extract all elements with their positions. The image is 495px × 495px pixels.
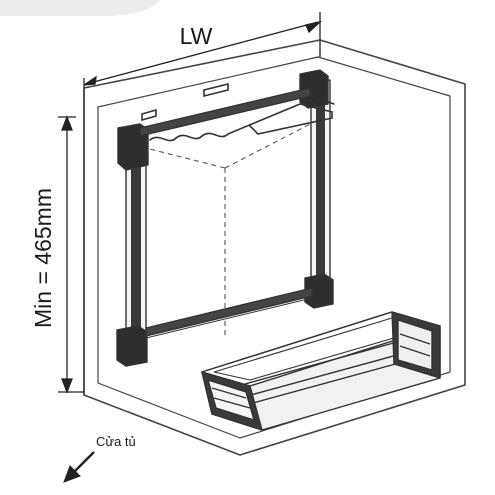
frame-bottom-left-cap	[116, 325, 148, 367]
frame-bottom-right-cap	[304, 273, 334, 309]
hidden-edges	[121, 119, 319, 338]
mount-bracket-left	[141, 108, 157, 122]
height-label: Min = 465mm	[30, 188, 56, 328]
arrow-down-left-icon	[63, 451, 95, 483]
height-dimension	[58, 115, 84, 394]
frame-top-right-cap	[299, 69, 329, 109]
door-direction-label: Cửa tủ	[96, 434, 136, 449]
width-arrow-right	[305, 20, 323, 34]
corner-shadow	[0, 0, 160, 16]
frame-bottom-rail	[145, 287, 313, 337]
basket	[201, 311, 441, 431]
pull-out-frame	[116, 69, 334, 367]
width-dimension	[83, 12, 323, 88]
width-arrow-left	[83, 75, 97, 86]
hanging-rail	[141, 82, 335, 142]
width-label: LW	[180, 23, 213, 49]
mount-bracket-right	[203, 82, 229, 98]
cabinet-inner	[97, 56, 451, 439]
height-arrow-top	[61, 115, 73, 131]
height-arrow-bottom	[61, 378, 73, 394]
